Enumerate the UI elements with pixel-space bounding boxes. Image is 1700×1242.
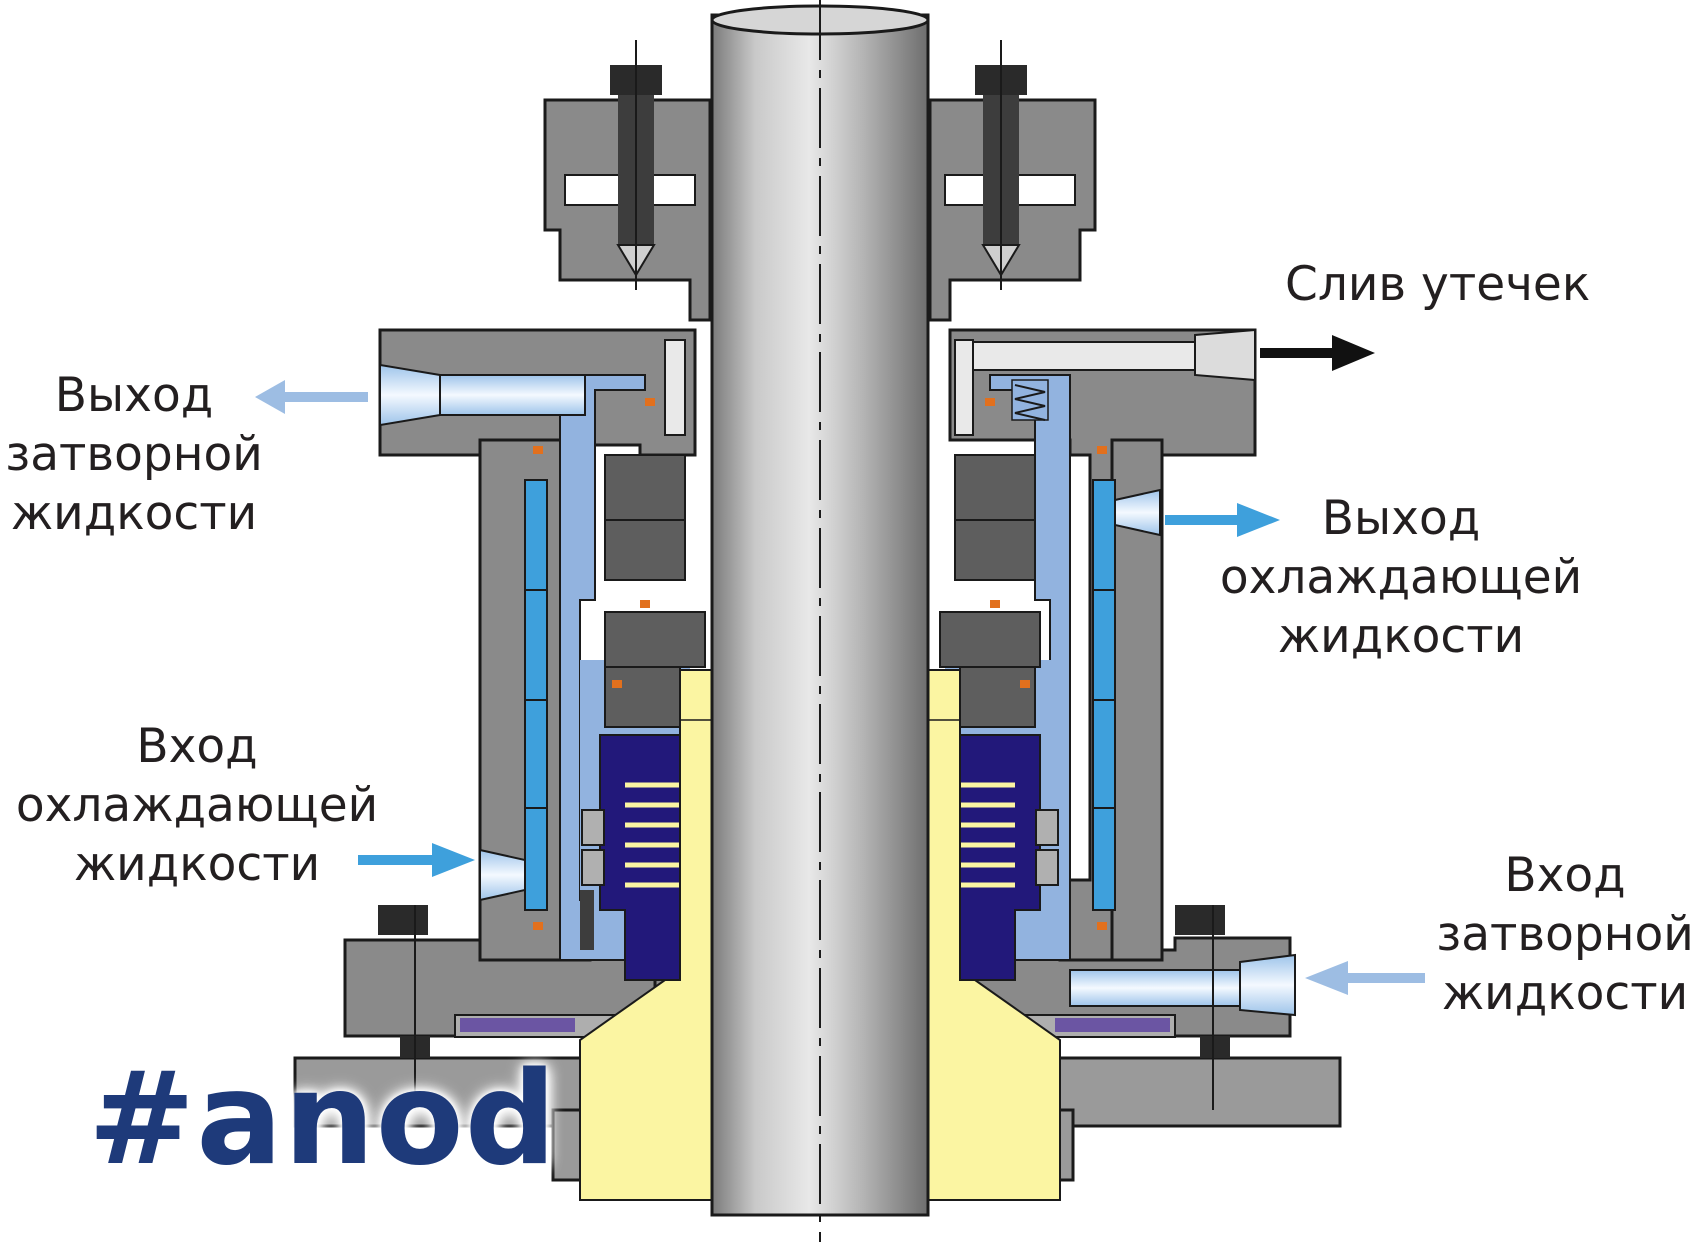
- seal-rings: [604, 454, 1041, 728]
- cooling-jacket: [524, 479, 1116, 911]
- coolant-outlet-port: [1114, 488, 1161, 537]
- shaft-sleeve: [579, 669, 1061, 1201]
- flow-arrows: [255, 335, 1425, 995]
- label-leak-drain: Слив утечек: [1285, 257, 1591, 312]
- leak-drain-port: [664, 328, 1256, 436]
- barrier-inlet-port: [1069, 953, 1296, 1017]
- coolant-inlet-port: [479, 848, 526, 902]
- label-coolant-outlet: Выход охлаждающей жидкости: [1219, 491, 1583, 664]
- label-coolant-inlet: Вход охлаждающей жидкости: [15, 719, 379, 892]
- o-rings: [533, 398, 1107, 930]
- drive-collar: [543, 40, 1097, 322]
- watermark-text: #anod: [88, 1045, 558, 1194]
- bellows: [581, 734, 1059, 981]
- gland-bolts: [378, 890, 1230, 1110]
- label-barrier-inlet: Вход затворной жидкости: [1436, 848, 1694, 1021]
- barrier-outlet-port: [379, 363, 586, 427]
- spring: [1011, 379, 1049, 421]
- label-barrier-outlet: Выход затворной жидкости: [5, 368, 263, 541]
- shaft: [710, 0, 930, 1242]
